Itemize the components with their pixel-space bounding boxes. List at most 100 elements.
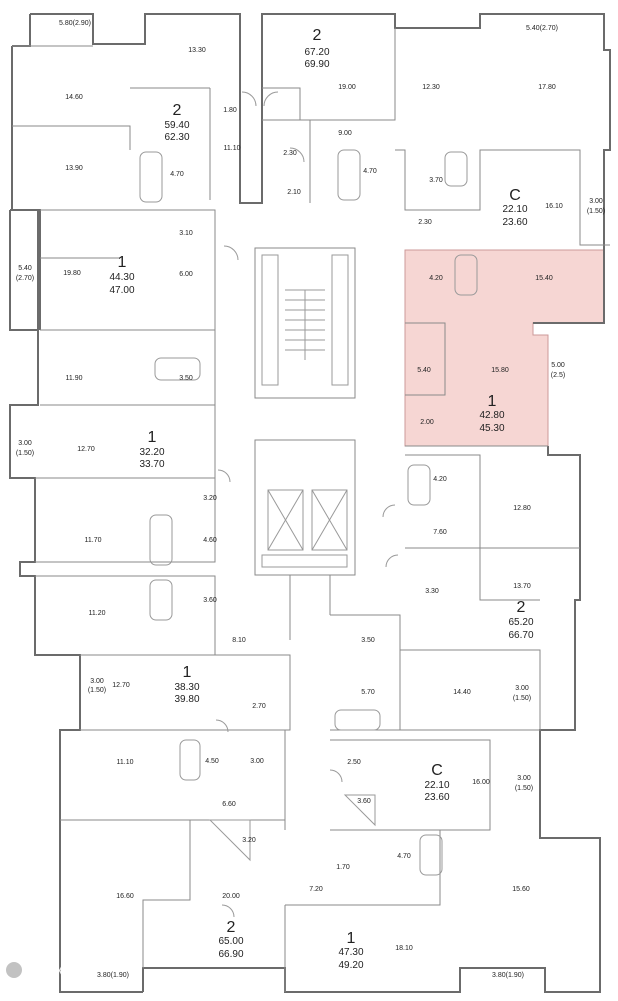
room-area: 4.50	[205, 758, 219, 765]
apartment-number: 1	[183, 664, 192, 681]
room-area: 2.30	[283, 150, 297, 157]
apartment-number: 1	[148, 429, 157, 446]
room-area: 5.40	[417, 367, 431, 374]
room-area: 2.50	[347, 759, 361, 766]
room-area: 14.40	[453, 689, 471, 696]
room-area: 18.10	[395, 945, 413, 952]
room-area: 3.20	[203, 495, 217, 502]
room-area: 13.70	[513, 583, 531, 590]
room-area: 5.00	[551, 362, 565, 369]
room-area: (2.5)	[551, 372, 565, 379]
room-area: (1.50)	[16, 450, 34, 457]
room-area: 2.00	[420, 419, 434, 426]
room-area: 3.00	[250, 758, 264, 765]
apartment-total: 39.80	[174, 694, 199, 705]
apartment-total: 47.00	[109, 285, 134, 296]
room-area: 4.60	[203, 537, 217, 544]
room-area: 11.10	[224, 145, 241, 152]
apartment-labels: 2 67.20 69.90 2 59.40 62.30 C 22.10 23.6…	[109, 27, 533, 971]
apartment-total: 66.90	[218, 949, 243, 960]
room-area: 3.00	[18, 440, 32, 447]
apartment-number: 2	[517, 599, 526, 616]
apartment-area: 22.10	[502, 204, 527, 215]
room-area: 15.80	[491, 367, 509, 374]
room-area: 11.20	[89, 610, 106, 617]
apartment-number: 2	[173, 102, 182, 119]
apartment-number: 1	[488, 393, 497, 410]
bathroom-fixtures	[139, 149, 478, 876]
apartment-area: 22.10	[424, 780, 449, 791]
room-area: 16.10	[545, 203, 563, 210]
room-area: 20.00	[222, 893, 240, 900]
room-area: 3.50	[179, 375, 193, 382]
room-area: 19.80	[63, 270, 81, 277]
room-area: 3.50	[361, 637, 375, 644]
apartment-number: 2	[313, 27, 322, 44]
room-area: 7.60	[433, 529, 447, 536]
room-area: 16.00	[472, 779, 490, 786]
apartment-area: 42.80	[479, 410, 504, 421]
room-area: 7.20	[309, 886, 323, 893]
room-area: 13.90	[65, 165, 83, 172]
room-area: 4.20	[433, 476, 447, 483]
room-area: (2.70)	[16, 275, 34, 282]
apartment-area: 65.00	[218, 936, 243, 947]
room-area: 12.80	[513, 505, 531, 512]
room-area: 5.40	[18, 265, 32, 272]
room-area: (1.50)	[513, 695, 531, 702]
room-area: 3.60	[357, 798, 371, 805]
apartment-number: C	[509, 187, 521, 204]
apartment-area: 59.40	[164, 120, 189, 131]
stair-core	[254, 247, 356, 640]
apartment-area: 65.20	[508, 617, 533, 628]
room-area: 12.30	[422, 84, 440, 91]
apartment-total: 23.60	[424, 792, 449, 803]
room-area: 3.00	[90, 678, 104, 685]
room-area: 3.80(1.90)	[492, 972, 524, 979]
room-area: 2.70	[252, 703, 266, 710]
apartment-number: 2	[227, 919, 236, 936]
room-area: 3.70	[429, 177, 443, 184]
room-area: 11.90	[66, 375, 83, 382]
apartment-total: 62.30	[164, 132, 189, 143]
room-area: 2.30	[418, 219, 432, 226]
room-area: 11.70	[85, 537, 102, 544]
room-area: 2.10	[287, 189, 301, 196]
interior-walls	[12, 28, 610, 992]
room-area: 5.80(2.90)	[59, 20, 91, 27]
door-swings	[215, 91, 399, 918]
room-area: 9.00	[338, 130, 352, 137]
apartment-area: 67.20	[304, 47, 329, 58]
room-area: 4.70	[170, 171, 184, 178]
room-area: 13.30	[188, 47, 206, 54]
apartment-total: 66.70	[508, 630, 533, 641]
room-area: 15.60	[512, 886, 530, 893]
apartment-number: 1	[347, 930, 356, 947]
apartment-area: 32.20	[139, 447, 164, 458]
apartment-total: 49.20	[338, 960, 363, 971]
watermark: ДОМКЛИК	[6, 962, 88, 978]
room-area: 6.60	[222, 801, 236, 808]
room-area: 15.40	[535, 275, 553, 282]
room-area: 16.60	[116, 893, 134, 900]
room-area: (1.50)	[88, 687, 106, 694]
room-area: 4.70	[363, 168, 377, 175]
room-labels: 5.80(2.90) 13.30 5.40(2.70) 14.60 1.80 1…	[16, 20, 605, 979]
apartment-total: 23.60	[502, 217, 527, 228]
apartment-total: 33.70	[139, 459, 164, 470]
room-area: 8.10	[232, 637, 246, 644]
room-area: 4.70	[397, 853, 411, 860]
apartment-total: 69.90	[304, 59, 329, 70]
apartment-area: 47.30	[338, 947, 363, 958]
room-area: 6.00	[179, 271, 193, 278]
room-area: 3.00	[517, 775, 531, 782]
room-area: 3.00	[515, 685, 529, 692]
room-area: 17.80	[538, 84, 556, 91]
room-area: 5.40(2.70)	[526, 25, 558, 32]
room-area: 14.60	[65, 94, 83, 101]
room-area: (1.50)	[515, 785, 533, 792]
room-area: (1.50)	[587, 208, 605, 215]
building-walls	[9, 13, 611, 993]
room-area: 12.70	[77, 446, 95, 453]
